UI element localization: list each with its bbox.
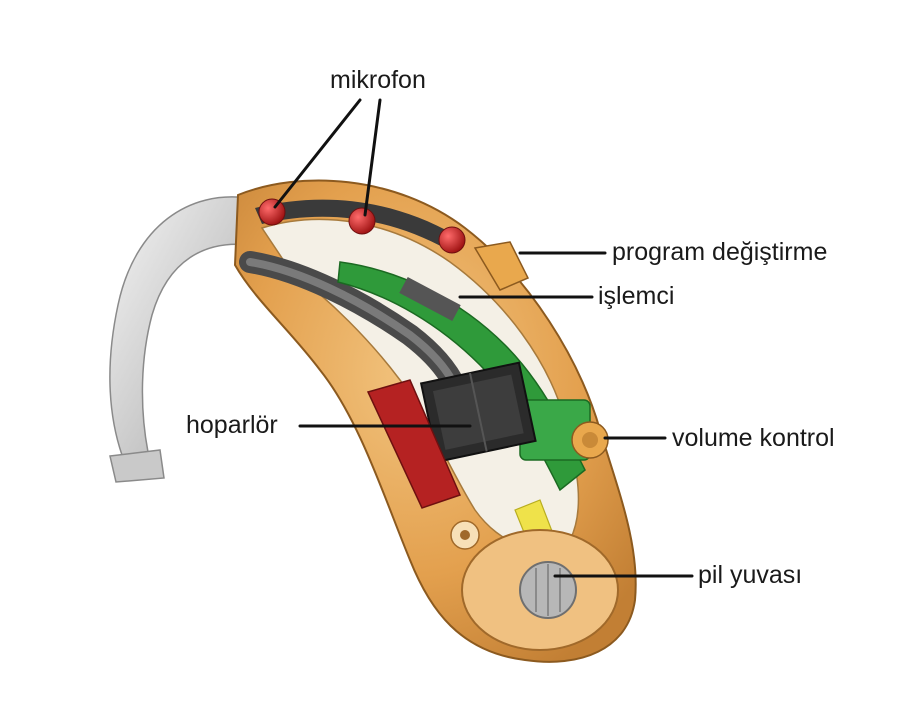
microphone-3 [438, 226, 466, 254]
label-islemci: işlemci [598, 282, 675, 310]
red-block [366, 379, 462, 509]
label-hoparlor: hoparlör [186, 411, 278, 439]
microphone-2 [348, 207, 376, 235]
label-mikrofon: mikrofon [330, 66, 426, 94]
ear-hook-tip [109, 449, 165, 483]
label-program-degistirme: program değiştirme [612, 238, 828, 266]
leader-line-mikrofon-2 [363, 98, 382, 217]
mic-strip [255, 199, 455, 250]
label-volume-kontrol: volume kontrol [672, 424, 835, 452]
leader-line-mikrofon-1 [273, 98, 362, 209]
microphone-1 [258, 198, 286, 226]
program-switch [473, 241, 530, 291]
processor-chip [399, 276, 461, 322]
receiver [419, 361, 537, 463]
label-pil-yuvasi: pil yuvası [698, 561, 803, 589]
